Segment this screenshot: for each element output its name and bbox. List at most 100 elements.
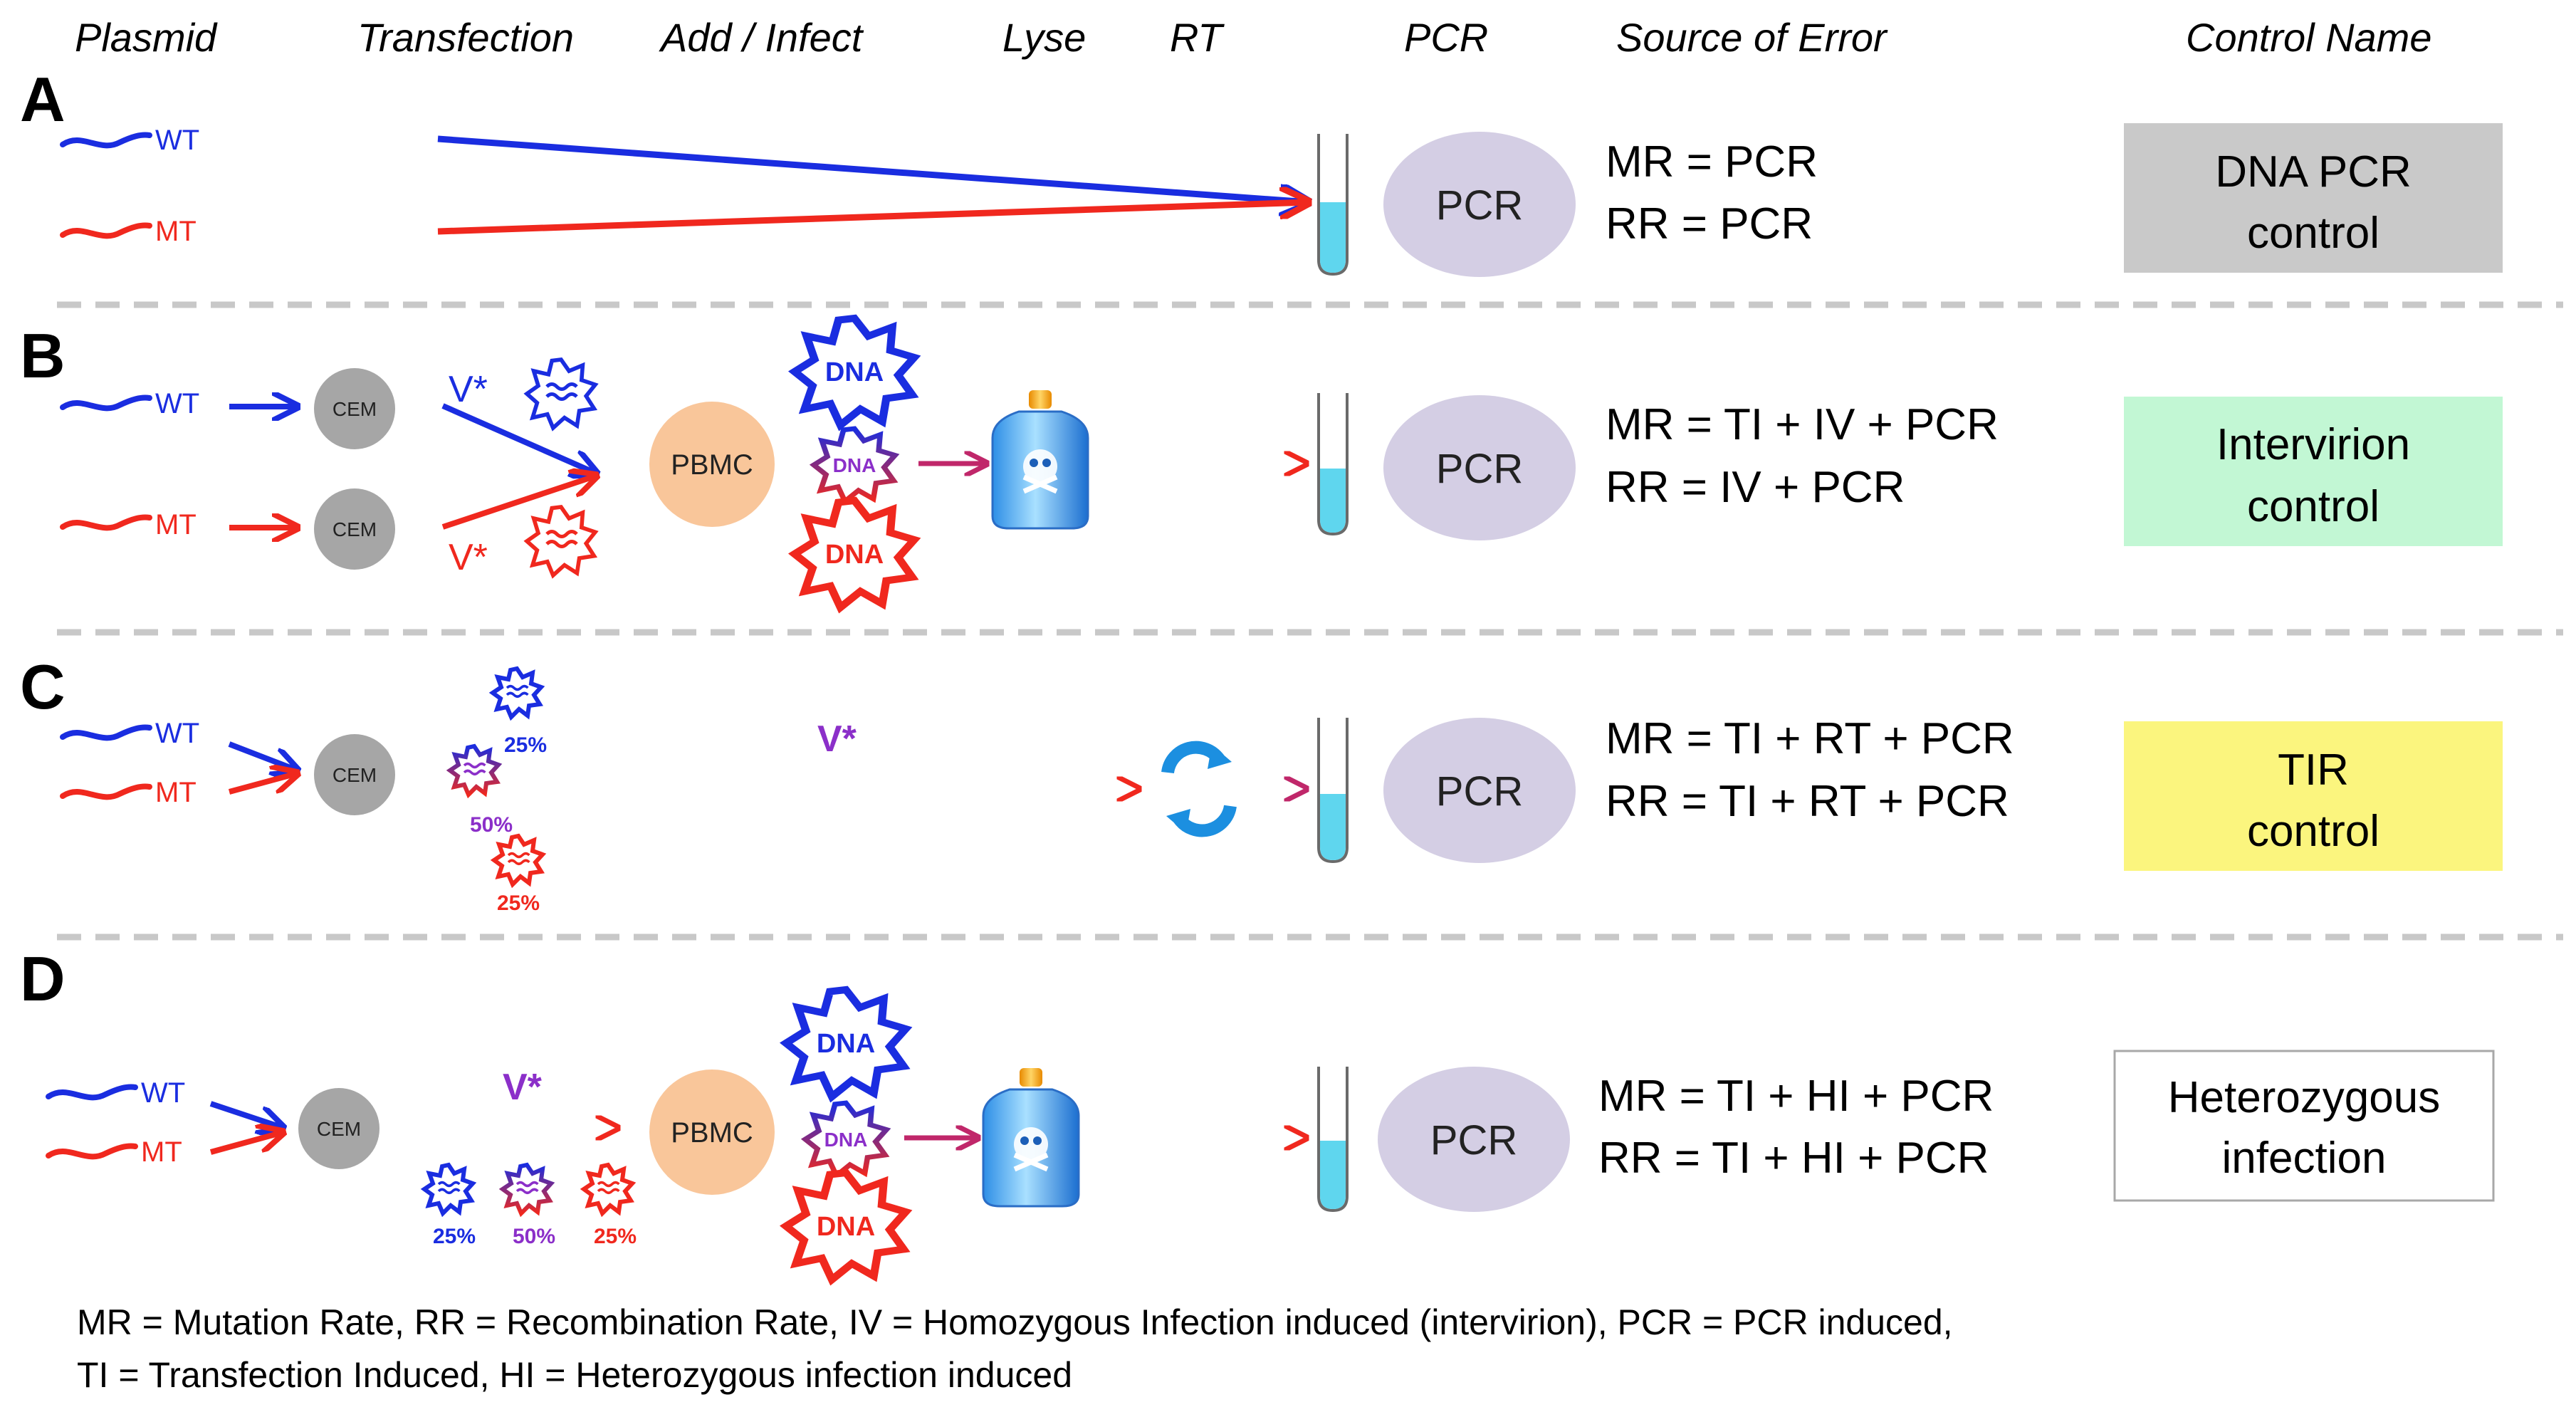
legend-line-1: MR = Mutation Rate, RR = Recombination R… (77, 1302, 1953, 1342)
virus-v-star-label: V* (449, 369, 488, 410)
wt-virus-icon (527, 360, 595, 428)
row-d: D WT MT CEM V* 25% 50% 25% PBMC DNA (20, 943, 2495, 1280)
pcr-ellipse (1383, 132, 1576, 277)
hybrid-virus-percentage: 50% (513, 1225, 555, 1248)
svg-text:DNA: DNA (825, 357, 884, 387)
wt-label: WT (155, 125, 199, 156)
wt-to-cem-arrow (228, 741, 298, 770)
control-name-line2: control (2247, 209, 2379, 258)
lysis-bottle-icon (991, 390, 1089, 530)
wt-label: WT (155, 388, 199, 419)
control-name-line2: infection (2222, 1134, 2387, 1183)
hybrid-virus-icon (503, 1165, 551, 1213)
header-control-name: Control Name (2186, 15, 2431, 60)
pbmc-cell-icon (649, 1070, 775, 1195)
rr-equation: RR = TI + RT + PCR (1606, 777, 2009, 826)
header-lyse: Lyse (1002, 15, 1086, 60)
pbmc-label: PBMC (671, 449, 753, 481)
row-letter: A (20, 64, 66, 135)
svg-text:DNA: DNA (825, 540, 884, 570)
rr-equation: RR = TI + HI + PCR (1598, 1134, 1989, 1183)
wt-virus-percentage: 25% (433, 1225, 476, 1248)
row-c: C WT MT CEM 25% 50% 25% V* (20, 652, 2503, 915)
mr-equation: MR = TI + RT + PCR (1606, 714, 2014, 763)
mt-plasmid-icon (46, 1143, 138, 1160)
header-rt: RT (1170, 15, 1225, 60)
mt-virus-to-pbmc-arrow (441, 476, 597, 530)
wt-plasmid-icon (60, 724, 152, 741)
pcr-ellipse (1383, 395, 1576, 540)
cem-cell-icon (314, 368, 395, 449)
cem-label: CEM (317, 1118, 361, 1140)
header-transfection: Transfection (357, 15, 574, 60)
mt-label: MT (155, 777, 197, 808)
pcr-label: PCR (1430, 1117, 1517, 1163)
pcr-tube-icon (1317, 134, 1349, 276)
wt-label: WT (155, 718, 199, 749)
row-letter: D (20, 943, 66, 1014)
svg-text:DNA: DNA (833, 454, 876, 476)
legend-line-2: TI = Transfection Induced, HI = Heterozy… (77, 1355, 1072, 1395)
pbmc-cell-icon (649, 402, 775, 527)
row-letter: C (20, 652, 66, 722)
mt-plasmid-icon (60, 783, 152, 800)
wt-plasmid-icon (46, 1084, 138, 1101)
control-box-dna-pcr (2124, 123, 2503, 273)
mt-dna-icon: DNA (786, 1173, 906, 1280)
cem-cell-icon (298, 1088, 379, 1169)
wt-dna-icon: DNA (786, 990, 906, 1097)
hybrid-dna-icon: DNA (814, 429, 895, 501)
cem-label: CEM (333, 518, 377, 540)
mt-plasmid-icon (60, 222, 152, 239)
svg-text:DNA: DNA (817, 1212, 875, 1242)
mt-virus-icon (584, 1165, 632, 1213)
header-plasmid: Plasmid (75, 15, 218, 60)
rr-equation: RR = PCR (1606, 199, 1813, 249)
wt-plasmid-icon (60, 132, 152, 149)
wt-virus-percentage: 25% (504, 733, 547, 757)
hybrid-virus-percentage: 50% (470, 813, 513, 837)
wt-arrow (437, 135, 1309, 202)
pbmc-label: PBMC (671, 1117, 753, 1149)
row-b: B WT MT CEM CEM V* V* PBMC DNA DNA (20, 318, 2503, 607)
pcr-ellipse (1378, 1067, 1570, 1212)
mt-arrow (437, 202, 1309, 235)
svg-text:DNA: DNA (824, 1129, 868, 1151)
pcr-label: PCR (1436, 446, 1523, 492)
pcr-label: PCR (1436, 768, 1523, 815)
mt-dna-icon: DNA (795, 501, 914, 607)
mt-virus-percentage: 25% (594, 1225, 637, 1248)
control-name-line2: control (2247, 482, 2379, 531)
mr-equation: MR = TI + HI + PCR (1598, 1072, 1994, 1121)
control-box-tir (2124, 721, 2503, 871)
header-add-infect: Add / Infect (659, 15, 864, 60)
wt-to-cem-arrow (209, 1101, 283, 1128)
control-name-line1: Heterozygous (2168, 1073, 2441, 1122)
cem-cell-icon (314, 734, 395, 815)
mt-label: MT (141, 1136, 182, 1168)
hybrid-virus-icon (450, 746, 498, 795)
header-source-of-error: Source of Error (1616, 15, 1888, 60)
header-pcr: PCR (1404, 15, 1488, 60)
cem-cell-icon (314, 488, 395, 570)
rr-equation: RR = IV + PCR (1606, 463, 1905, 512)
control-box-heterozygous (2113, 1050, 2495, 1202)
virus-v-star-label: V* (503, 1067, 543, 1108)
reverse-transcription-icon (1161, 741, 1237, 837)
pcr-tube-icon (1317, 393, 1349, 536)
lysis-bottle-icon (982, 1068, 1080, 1208)
cem-label: CEM (333, 398, 377, 420)
virus-v-star-label: V* (817, 718, 857, 760)
control-name-line1: TIR (2278, 746, 2349, 795)
cem-label: CEM (333, 764, 377, 786)
pcr-tube-icon (1317, 1067, 1349, 1213)
wt-virus-icon (424, 1165, 473, 1213)
row-letter: B (20, 320, 66, 391)
hybrid-dna-icon: DNA (805, 1103, 886, 1176)
mt-to-cem-arrow (228, 773, 298, 795)
wt-virus-to-pbmc-arrow (441, 403, 597, 474)
mt-virus-percentage: 25% (497, 891, 540, 915)
wt-label: WT (141, 1077, 185, 1109)
mt-to-cem-arrow (209, 1132, 283, 1155)
